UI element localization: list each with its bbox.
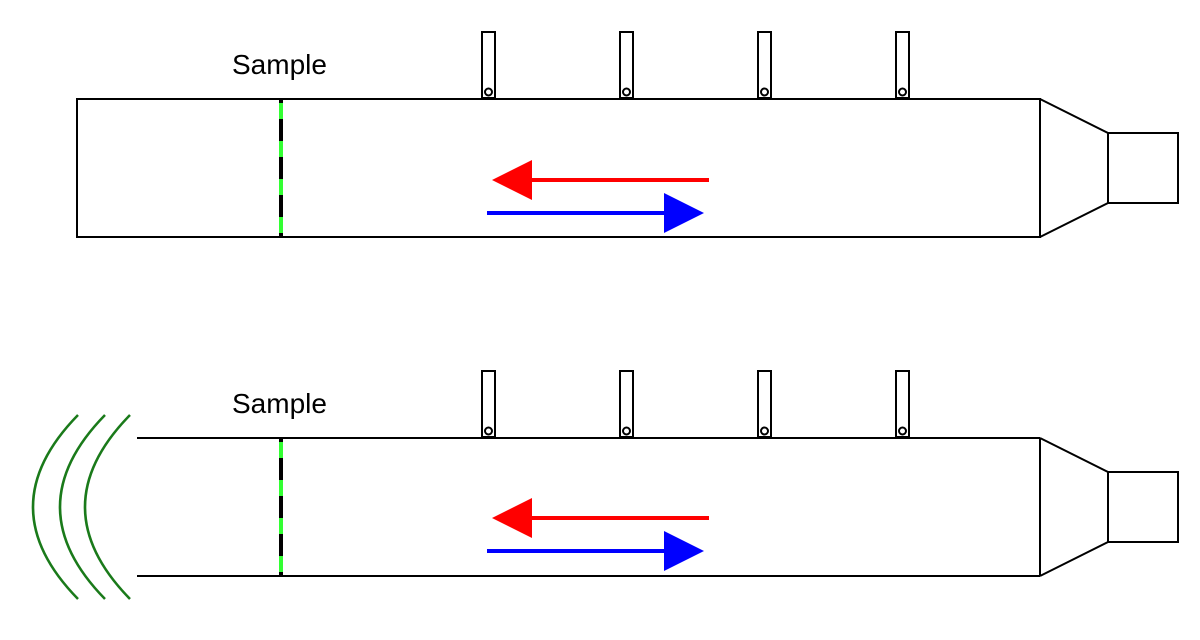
sample-label: Sample xyxy=(232,49,327,80)
microphones xyxy=(481,31,910,99)
microphones xyxy=(481,370,910,438)
microphone-4 xyxy=(895,31,910,99)
open-tube-diagram: Sample xyxy=(31,370,1179,600)
loudspeaker xyxy=(1107,471,1179,543)
radiation-arc-2 xyxy=(58,414,106,600)
loudspeaker xyxy=(1107,132,1179,204)
tube-body xyxy=(76,98,1041,238)
microphone-1 xyxy=(481,31,496,99)
microphone-4 xyxy=(895,370,910,438)
tube-cone xyxy=(1039,437,1109,577)
radiation-arc-1 xyxy=(83,414,131,600)
microphone-2 xyxy=(619,370,634,438)
radiation-arc-3 xyxy=(31,414,79,600)
microphone-3 xyxy=(757,31,772,99)
microphone-2 xyxy=(619,31,634,99)
sample-label: Sample xyxy=(232,388,327,419)
microphone-3 xyxy=(757,370,772,438)
closed-tube-diagram: Sample xyxy=(76,31,1179,238)
microphone-1 xyxy=(481,370,496,438)
tube-cone xyxy=(1039,98,1109,238)
sound-radiation-arcs xyxy=(31,414,131,600)
